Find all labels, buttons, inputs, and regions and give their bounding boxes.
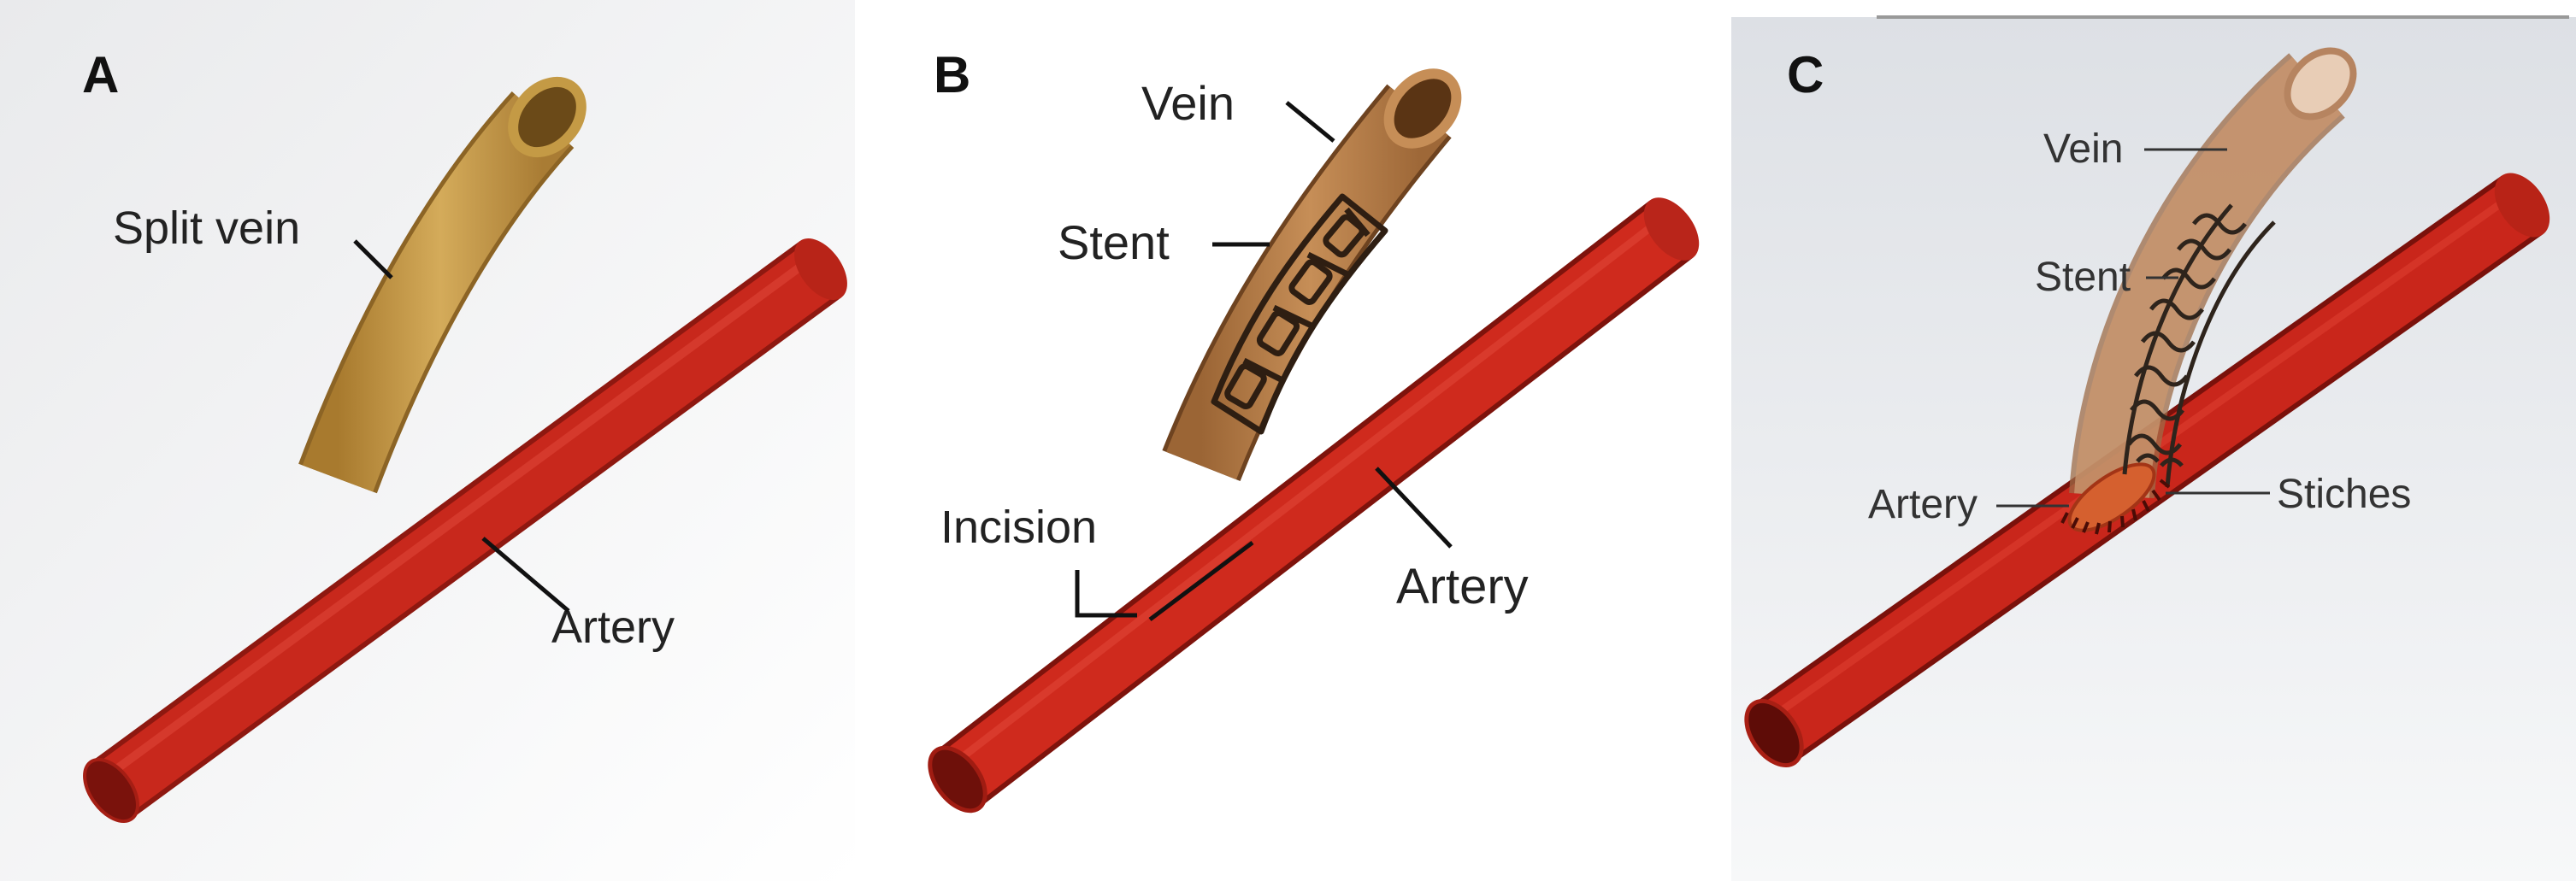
panel-c-letter: C bbox=[1787, 46, 1824, 103]
vein-c-opening bbox=[2284, 47, 2357, 120]
split-vein-leader bbox=[353, 239, 393, 279]
panel-a-letter: A bbox=[82, 46, 119, 103]
incision-leader bbox=[1075, 570, 1137, 618]
panel-a: A Split vein Artery bbox=[0, 0, 855, 881]
artery-a-opening bbox=[83, 757, 139, 824]
artery-c-opening bbox=[1744, 699, 1804, 767]
artery-b bbox=[928, 197, 1700, 813]
panel-b: B Vein bbox=[855, 0, 1721, 881]
artery-c-label: Artery bbox=[1868, 482, 1978, 527]
stent-c-label: Stent bbox=[2035, 255, 2131, 300]
vein-b-opening bbox=[1383, 68, 1462, 149]
artery-a bbox=[83, 238, 847, 824]
stent-c bbox=[2122, 203, 2276, 488]
artery-b-label: Artery bbox=[1396, 559, 1529, 614]
vein-c bbox=[2067, 47, 2357, 532]
artery-b-opening bbox=[928, 745, 987, 813]
artery-a-leader bbox=[481, 537, 570, 613]
artery-a-label: Artery bbox=[551, 602, 675, 653]
stent-b bbox=[1211, 193, 1388, 435]
split-vein-a-opening bbox=[508, 76, 587, 158]
panel-b-letter: B bbox=[934, 46, 970, 103]
stitches bbox=[2060, 479, 2171, 535]
vein-c-label: Vein bbox=[2043, 126, 2123, 172]
split-vein-a bbox=[298, 76, 587, 494]
anastomosis bbox=[2067, 462, 2156, 532]
incision-line bbox=[1148, 541, 1254, 621]
stent-b-label: Stent bbox=[1058, 215, 1170, 269]
vein-b-leader bbox=[1285, 101, 1335, 143]
split-vein-label: Split vein bbox=[113, 203, 300, 254]
incision-label: Incision bbox=[940, 502, 1097, 553]
stitches-label: Stiches bbox=[2277, 472, 2411, 517]
panel-c: C bbox=[1731, 15, 2576, 881]
vein-b-label: Vein bbox=[1141, 76, 1235, 130]
artery-b-leader bbox=[1375, 467, 1453, 549]
